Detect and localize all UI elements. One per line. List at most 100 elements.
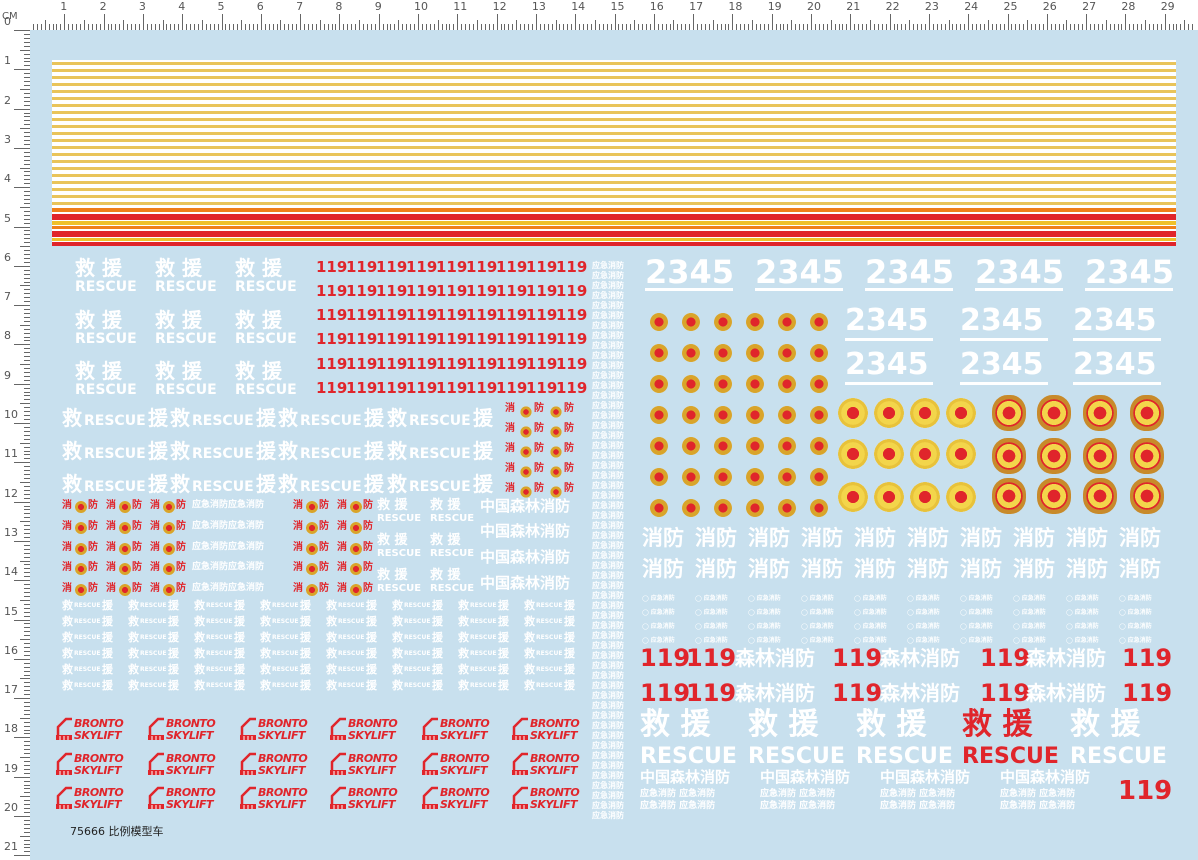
rescue-chinese-label: 援	[432, 599, 443, 612]
ruler-tick	[193, 24, 195, 30]
red-stripe	[52, 231, 1176, 237]
ruler-top-number: 26	[1042, 0, 1057, 13]
number-119-decal: 119	[556, 282, 588, 300]
ruler-tick	[1117, 24, 1119, 30]
xiaofang-small-label: 消	[505, 403, 515, 414]
emergency-tiny-label: 应急消防	[592, 571, 624, 580]
ruler-tick	[20, 835, 30, 837]
rescue-chinese-label: 救 援	[430, 568, 461, 583]
ruler-left-number: 9	[4, 368, 11, 382]
xiaofang-label: 消防	[1013, 526, 1055, 550]
ruler-tick	[14, 619, 30, 621]
bronto-boom-icon	[422, 717, 438, 740]
number-119-decal: 119	[496, 282, 528, 300]
emergency-tiny-label: 应急消防	[592, 471, 624, 480]
ruler-tick	[547, 24, 549, 30]
fire-emblem-icon	[650, 468, 668, 486]
ruler-tick	[24, 257, 30, 259]
emergency-small-label: 应急消防应急消防	[192, 542, 265, 552]
rescue-chinese-label: 救	[326, 647, 337, 660]
ruler-left-number: 11	[4, 447, 18, 461]
ruler-tick	[917, 24, 919, 30]
ruler-left-number: 2	[4, 93, 11, 107]
ruler-tick	[881, 24, 883, 30]
ruler-tick	[854, 24, 856, 30]
xiaofang-label: 消防	[960, 526, 1002, 550]
emergency-tiny-label: 应急消防	[592, 481, 624, 490]
ruler-top-number: 2	[99, 0, 107, 13]
skylift-text: SKYLIFT	[440, 764, 488, 777]
rescue-english-label: RESCUE	[140, 650, 167, 657]
ruler-tick	[983, 24, 985, 30]
rescue-english-label: RESCUE	[409, 413, 471, 429]
ruler-tick	[24, 808, 30, 810]
ruler-tick	[473, 24, 475, 30]
ruler-top-number: 10	[414, 0, 428, 13]
fire-emblem-icon	[778, 313, 796, 331]
xiaofang-small-label: 防	[319, 562, 329, 573]
number-119-decal: 119	[406, 379, 438, 397]
ruler-tick	[630, 24, 632, 30]
ruler-tick	[1172, 24, 1174, 30]
xiaofang-label: 消防	[854, 557, 896, 581]
rescue-english-label: RESCUE	[536, 634, 563, 641]
number-119-decal: 119	[980, 644, 1031, 672]
fire-emblem-icon	[306, 522, 318, 534]
ruler-tick	[24, 607, 30, 609]
ruler-top-number: 1	[60, 0, 68, 13]
ruler-tick	[115, 24, 117, 30]
rescue-chinese-large: 救 援	[640, 707, 711, 742]
ruler-tick	[24, 250, 30, 252]
rescue-chinese-label: 救	[524, 647, 535, 660]
rescue-english-label: RESCUE	[206, 650, 233, 657]
china-forest-fire-label: 中国森林消防	[480, 548, 571, 566]
ruler-tick	[351, 24, 353, 30]
ruler-tick	[292, 24, 294, 30]
ruler-tick	[241, 20, 243, 30]
rescue-chinese-label: 救	[62, 472, 82, 496]
rescue-english-label: RESCUE	[377, 583, 422, 594]
rescue-chinese-label: 救	[194, 615, 205, 628]
rescue-chinese-label: 救	[62, 406, 82, 430]
fire-emblem-icon	[520, 446, 532, 458]
fire-emblem-icon	[119, 543, 131, 555]
ruler-tick	[24, 281, 30, 283]
ruler-tick	[838, 24, 840, 30]
ruler-tick	[24, 768, 30, 770]
xiaofang-small-label: 防	[88, 562, 98, 573]
rescue-chinese-label: 援	[300, 599, 311, 612]
ruler-tick	[24, 81, 30, 83]
ruler-tick	[1109, 24, 1111, 30]
ruler-tick	[979, 24, 981, 30]
xiaofang-small-label: 防	[176, 521, 186, 532]
ruler-tick	[1038, 24, 1040, 30]
emergency-tiny-label: 应急消防	[592, 681, 624, 690]
rescue-english-label: RESCUE	[206, 634, 233, 641]
rescue-chinese-label: 救	[458, 679, 469, 692]
skylift-text: SKYLIFT	[166, 798, 214, 811]
forest-fire-label: 森林消防	[735, 646, 815, 670]
ruler-tick	[1054, 24, 1056, 30]
underline-bar	[845, 382, 933, 385]
xiaofang-small-label: 消	[293, 542, 303, 553]
ruler-tick	[24, 202, 30, 204]
number-119-decal: 119	[406, 330, 438, 348]
ruler-tick	[724, 24, 726, 30]
rescue-chinese-label: 援	[300, 663, 311, 676]
xiaofang-small-label: 防	[534, 423, 544, 434]
ruler-tick	[1070, 24, 1072, 30]
ruler-tick	[24, 352, 30, 354]
ruler-tick	[614, 14, 616, 30]
ruler-tick	[24, 387, 30, 389]
ruler-tick	[476, 20, 478, 30]
xiaofang-label: 消防	[907, 526, 949, 550]
ruler-tick	[24, 745, 30, 747]
tiny-logo-label: ◯ 应急消防	[695, 609, 728, 616]
bronto-boom-icon	[148, 752, 164, 775]
xiaofang-small-label: 防	[319, 583, 329, 594]
ruler-tick	[1023, 24, 1025, 30]
emergency-tiny-label: 应急消防	[592, 631, 624, 640]
tiny-logo-label: ◯ 应急消防	[695, 595, 728, 602]
